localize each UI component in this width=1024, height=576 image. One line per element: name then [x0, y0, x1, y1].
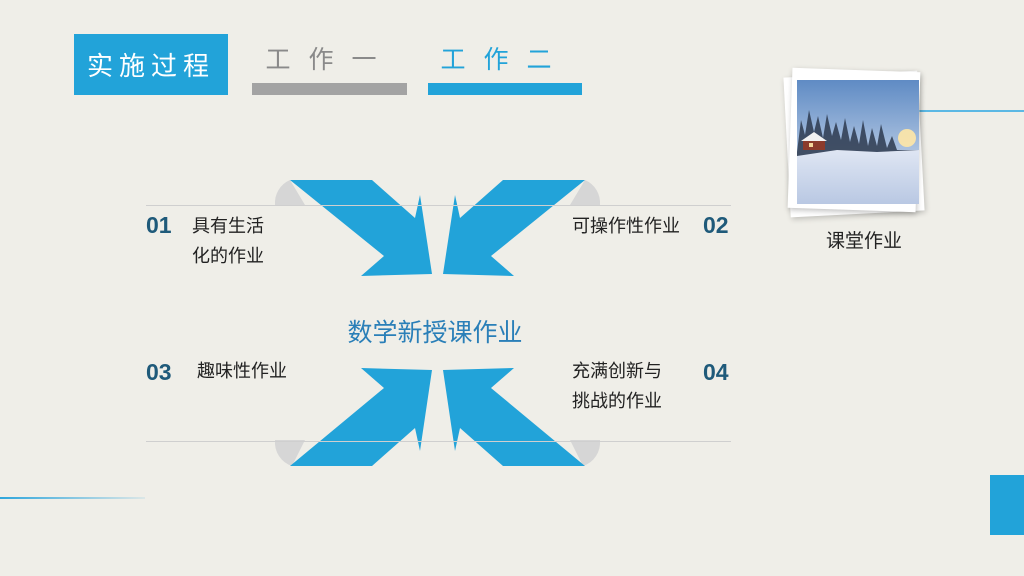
arrow-top-right [443, 180, 585, 276]
item-label-04: 充满创新与 挑战的作业 [572, 357, 662, 417]
item-label-01-line1: 具有生活 [192, 216, 264, 237]
decorative-line-left [0, 497, 145, 499]
grey-cap-top-left [274, 180, 305, 205]
item-number-03: 03 [146, 359, 172, 385]
item-label-04-line1: 充满创新与 [572, 361, 662, 382]
photo-caption: 课堂作业 [825, 230, 902, 252]
decorative-line-right [918, 110, 1024, 112]
grey-cap-bottom-left [274, 440, 305, 466]
divider-top [146, 205, 731, 206]
divider-bottom [146, 441, 731, 442]
tab-work-two[interactable]: 工作二 [440, 45, 570, 74]
grey-cap-top-right [570, 180, 601, 205]
center-title: 数学新授课作业 [347, 318, 523, 347]
arrow-top-left [290, 180, 432, 276]
tab-work-one[interactable]: 工作一 [265, 45, 395, 74]
winter-landscape-photo [797, 80, 919, 204]
item-label-04-line2: 挑战的作业 [572, 391, 662, 412]
item-label-03: 趣味性作业 [197, 361, 287, 382]
item-number-02: 02 [703, 212, 729, 238]
item-number-04: 04 [703, 359, 729, 385]
item-label-01-line2: 化的作业 [192, 246, 264, 267]
decorative-corner-block [990, 475, 1024, 535]
arrow-bottom-left [290, 368, 432, 466]
item-label-01: 具有生活 化的作业 [192, 212, 264, 272]
grey-cap-bottom-right [570, 440, 601, 466]
section-title: 实施过程 [74, 34, 228, 95]
item-label-02: 可操作性作业 [572, 216, 680, 237]
tab-work-two-underline [428, 83, 582, 95]
item-number-01: 01 [146, 212, 172, 238]
tab-work-one-underline [252, 83, 407, 95]
arrow-bottom-right [443, 368, 585, 466]
